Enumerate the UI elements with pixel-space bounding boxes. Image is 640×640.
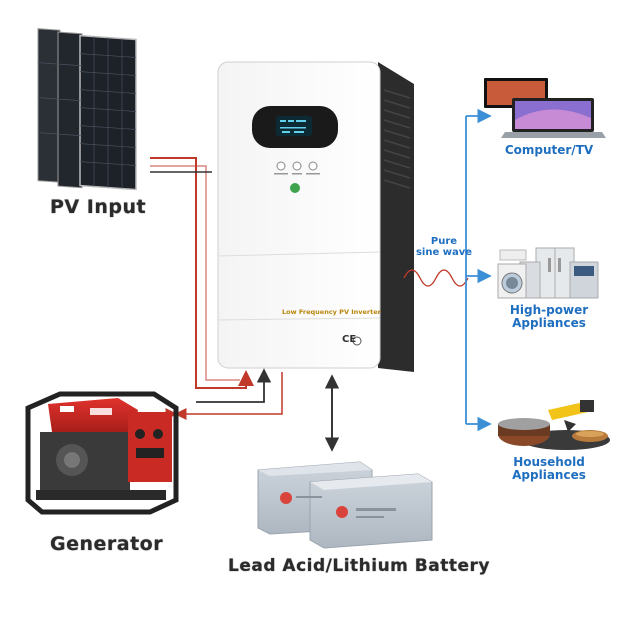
battery-label: Lead Acid/Lithium Battery: [228, 556, 490, 576]
household-label-line2: Appliances: [512, 468, 586, 482]
output-sine-wave: [403, 269, 469, 287]
inverter-model-label: Low Frequency PV Inverter: [282, 308, 381, 316]
computer-tv-label: Computer/TV: [504, 143, 594, 157]
logo-icon: [290, 183, 300, 193]
ce-mark: CE: [342, 334, 357, 345]
pure-sine-wave-line2: sine wave: [415, 247, 473, 258]
solar-panel-icon: [37, 28, 137, 191]
inverter-unit: [217, 61, 414, 372]
appliances-icon: [497, 247, 599, 299]
high-power-label-line1: High-power: [509, 303, 589, 317]
output-arrows: [465, 108, 492, 432]
high-power-label-line2: Appliances: [512, 316, 586, 330]
pv-input-label: PV Input: [50, 196, 147, 218]
pure-sine-wave-label: Pure sine wave: [414, 236, 474, 258]
high-power-label: High-power Appliances: [496, 304, 602, 330]
household-label: Household Appliances: [496, 456, 602, 482]
generator-label: Generator: [50, 533, 164, 555]
battery-icon: [257, 461, 433, 549]
generator-wires: [165, 368, 283, 420]
pv-wires: [150, 157, 254, 389]
pure-sine-wave-line1: Pure: [430, 236, 458, 247]
household-label-line1: Household: [513, 455, 585, 469]
cookware-icon: [498, 400, 610, 450]
computer-tv-icon: [484, 78, 606, 138]
generator-icon: [25, 391, 179, 515]
